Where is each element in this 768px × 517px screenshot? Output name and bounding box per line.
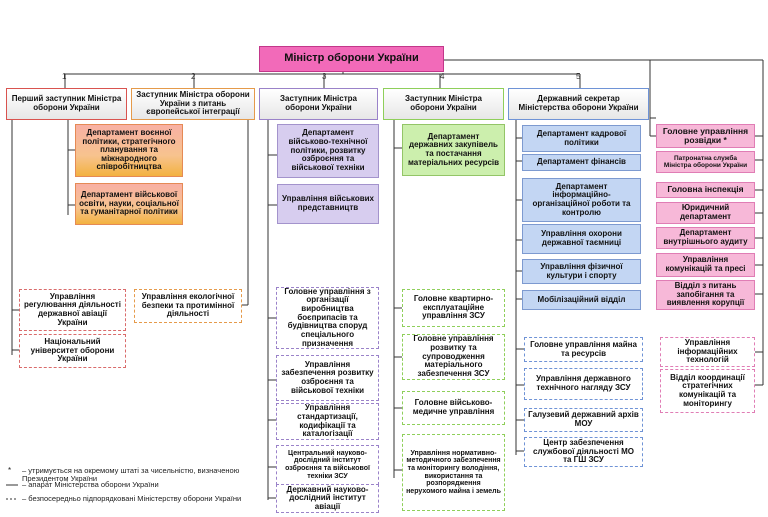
branch-number-2: 2 [191,72,196,81]
sub-information-technologies: Управління інформаційних технологій [660,337,755,367]
minister-box: Міністр оборони України [259,46,444,72]
dept-patronage-service: Патронатна служба Міністра оборони Украї… [656,151,755,173]
sub-technical-supervision: Управління державного технічного нагляду… [524,368,643,400]
sub-state-aviation: Управління регулювання діяльності держав… [19,289,126,331]
dept-military-technical-policy: Департамент військово-технічної політики… [277,124,379,178]
deputy-3-box: Заступник Міністра оборони України [259,88,378,120]
sub-weapons-development: Управління забезпечення розвитку озброєн… [276,355,379,401]
state-secretary-box: Державний секретар Міністерства оборони … [508,88,649,120]
dept-state-secret-protection: Управління охорони державної таємниці [522,224,641,254]
dept-physical-culture-sport: Управління фізичної культури і спорту [522,259,641,284]
dept-internal-audit: Департамент внутрішнього аудиту [656,227,755,249]
legend-symbol-asterisk: * [8,466,12,475]
legend-text-asterisk: – утримується на окремому штаті за чисел… [22,466,240,484]
dept-finance: Департамент фінансів [522,154,641,171]
dept-military-representations: Управління військових представництв [277,184,379,224]
sub-service-support-center: Центр забезпечення службової діяльності … [524,437,643,467]
sub-material-support: Головне управління розвитку та супроводж… [402,334,505,380]
legend-text-solid-line: – апарат Міністерства оборони України [22,480,159,489]
deputy-eu-integration-box: Заступник Міністра оборони України з пит… [131,88,255,120]
sub-national-defence-university: Національний університет оборони України [19,334,126,368]
sub-ammunition-production: Головне управління з організації виробни… [276,287,379,349]
sub-state-archive: Галузевий державний архів МОУ [524,408,643,432]
sub-standardization: Управління стандартизації, кодифікації т… [276,403,379,440]
branch-number-4: 4 [440,72,445,81]
dept-military-policy: Департамент воєнної політики, стратегічн… [75,124,183,177]
dept-communications-press: Управління комунікацій та пресі [656,253,755,277]
branch-number-3: 3 [322,72,327,81]
legend-text-dashed-line: – безпосередньо підпорядковані Міністерс… [22,494,242,503]
dept-state-procurement: Департамент державних закупівель та пост… [402,124,505,176]
dept-mobilization: Мобілізаційний відділ [522,290,641,310]
first-deputy-box: Перший заступник Міністра оборони Україн… [6,88,127,120]
dept-personnel-policy: Департамент кадрової політики [522,125,641,152]
sub-central-research-institute: Центральний науково-дослідний інститут о… [276,445,379,485]
deputy-4-box: Заступник Міністра оборони України [383,88,504,120]
dept-anti-corruption: Відділ з питань запобігання та виявлення… [656,280,755,310]
branch-number-5: 5 [576,72,581,81]
sub-aviation-research-institute: Державний науково-дослідний інститут аві… [276,484,379,513]
dept-intelligence: Головне управління розвідки * [656,124,755,148]
dept-main-inspection: Головна інспекція [656,182,755,198]
sub-property-resources: Головне управління майна та ресурсів [524,337,643,362]
dept-military-education: Департамент військової освіти, науки, со… [75,183,183,225]
sub-strategic-communications: Відділ координації стратегічних комуніка… [660,369,755,413]
sub-ecological-safety: Управління екологічної безпеки та протим… [134,289,242,323]
sub-quartering-maintenance: Головне квартирно-експлуатаційне управлі… [402,289,505,327]
dept-legal: Юридичний департамент [656,202,755,224]
sub-military-medical: Головне військово-медичне управління [402,391,505,425]
sub-real-estate-monitoring: Управління нормативно-методичного забезп… [402,434,505,511]
dept-information-organizational: Департамент інформаційно-організаційної … [522,178,641,222]
branch-number-1: 1 [62,72,67,81]
